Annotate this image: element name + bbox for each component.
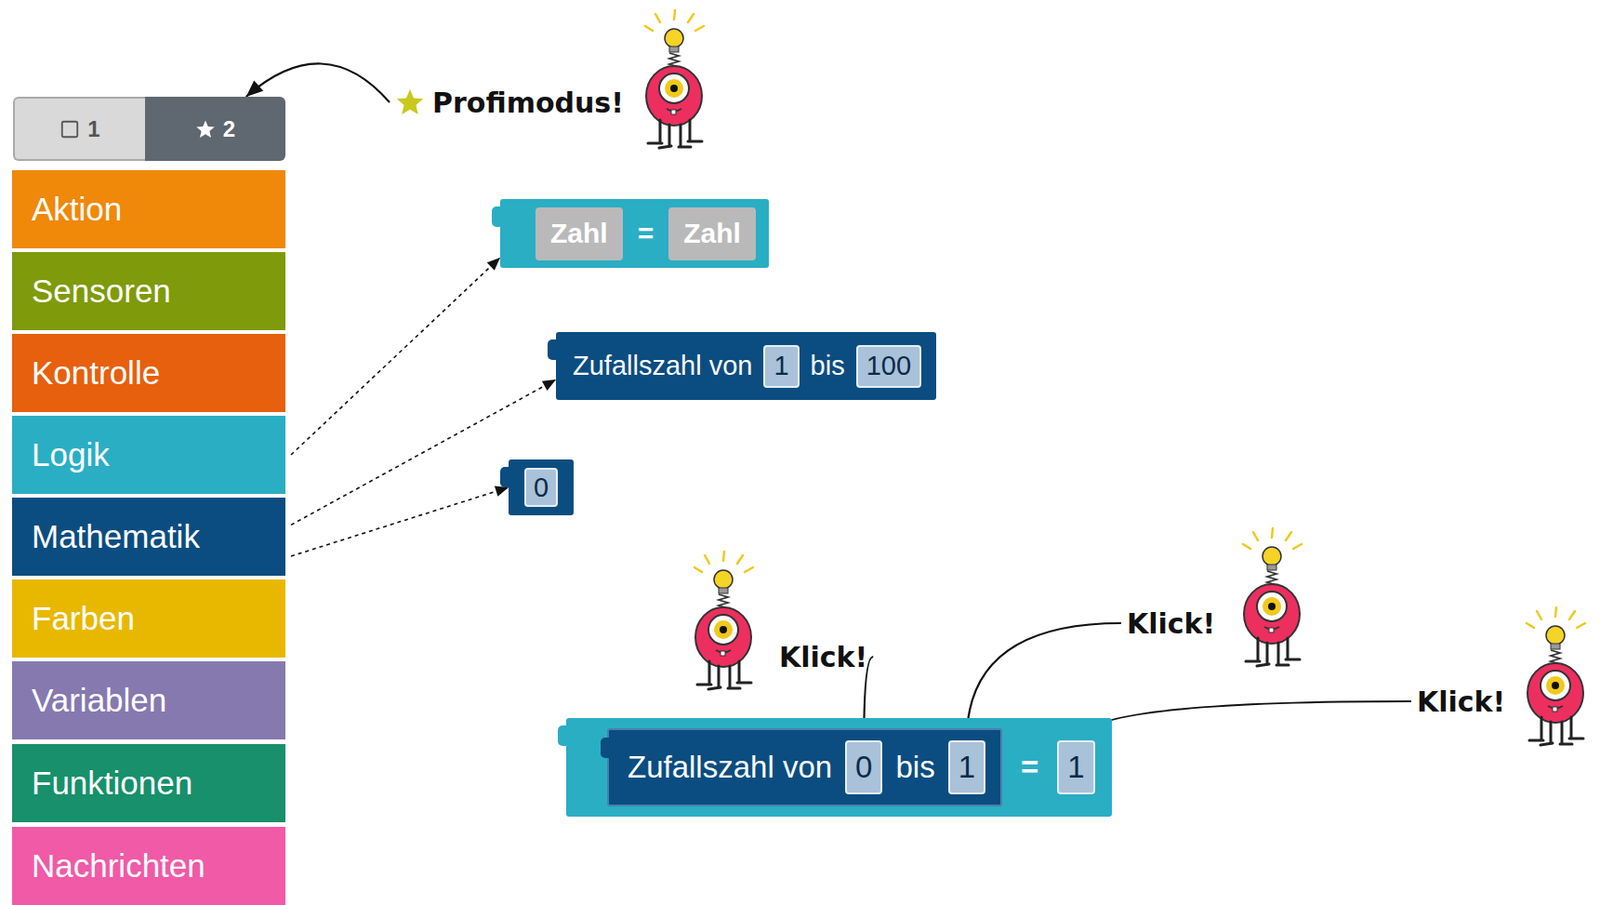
placeholder-slot: Zahl <box>535 207 623 261</box>
number-slot: 100 <box>856 344 922 388</box>
monster-figure <box>1526 607 1586 745</box>
node-text: Logik <box>31 436 110 474</box>
node-text: Farben <box>31 599 135 637</box>
node-text: Zahl <box>550 217 609 250</box>
number-slot: 1 <box>763 344 799 388</box>
connector-arrow <box>290 257 501 455</box>
connector-line <box>290 487 509 556</box>
connector-line <box>1080 700 1412 741</box>
category-button: Farben <box>12 579 286 658</box>
mode-tab: 1 <box>13 96 146 161</box>
icon-shape <box>396 89 424 115</box>
node-text: Aktion <box>31 190 122 228</box>
node-text: 100 <box>866 350 912 382</box>
node-text: 1 <box>87 116 100 143</box>
node-text: bis <box>810 350 846 382</box>
node-text: 1 <box>958 749 976 785</box>
arrow-head <box>542 379 556 391</box>
icon-shape <box>62 120 79 137</box>
logic-compare-block: Zahl = Zahl <box>500 198 769 268</box>
logic-compare-block: Zufallszahl von 0 bis 1 = 1 <box>566 717 1112 817</box>
node-text: 0 <box>855 749 873 785</box>
node-text: Nachrichten <box>31 846 206 885</box>
monster-figure <box>694 551 754 689</box>
number-slot: 1 <box>1057 740 1095 794</box>
node-text: = <box>1020 749 1039 785</box>
node-text: Profimodus! <box>432 86 624 120</box>
connector-arrow <box>290 486 509 556</box>
icon-shape <box>196 119 214 138</box>
node-text: Zahl <box>683 217 741 250</box>
node-text: Sensoren <box>31 272 172 310</box>
arrow-head <box>494 486 509 497</box>
monster-figure <box>645 10 704 148</box>
node-text: 1 <box>1067 749 1085 785</box>
node-text: Zufallszahl von <box>627 749 833 785</box>
node-text: Zufallszahl von <box>572 350 753 382</box>
node-text: 0 <box>524 467 558 507</box>
star-icon <box>395 87 425 118</box>
star-icon <box>195 119 216 140</box>
category-button: Mathematik <box>12 497 286 576</box>
category-button: Nachrichten <box>12 826 286 905</box>
category-button: Logik <box>12 415 286 494</box>
number-slot: 0 <box>845 740 883 794</box>
square-icon <box>59 119 80 140</box>
mode-label: Profimodus! <box>395 81 624 123</box>
node-text: Klick! <box>1126 607 1216 640</box>
connector-arrow <box>1071 700 1412 741</box>
random-number-block: Zufallszahl von 1 bis 100 <box>555 331 937 400</box>
node-text: bis <box>895 749 935 785</box>
mode-tab-active: 2 <box>145 96 286 161</box>
node-text: 2 <box>223 116 236 143</box>
node-text: Klick! <box>1416 685 1506 718</box>
category-button: Aktion <box>12 170 286 249</box>
node-text: Funktionen <box>31 764 193 802</box>
arrow-head <box>487 257 501 271</box>
placeholder-slot: Zahl <box>668 207 756 261</box>
click-label: Klick! <box>1126 604 1216 642</box>
category-button: Variablen <box>12 661 286 740</box>
category-button: Sensoren <box>12 251 286 331</box>
node-text: Variablen <box>31 681 167 719</box>
click-label: Klick! <box>779 637 868 675</box>
node-text: Mathematik <box>31 517 200 556</box>
number-block: 0 <box>508 459 574 516</box>
node-text: 1 <box>773 350 789 382</box>
node-text: Klick! <box>779 640 868 674</box>
monster-figure <box>1242 528 1302 666</box>
click-label: Klick! <box>1416 682 1506 720</box>
node-text: Kontrolle <box>31 354 160 392</box>
number-slot: 1 <box>948 740 986 794</box>
connector-line <box>290 257 501 455</box>
arrow-head <box>246 79 265 97</box>
category-button: Funktionen <box>12 743 286 822</box>
category-button: Kontrolle <box>12 333 286 412</box>
random-number-block: Zufallszahl von 0 bis 1 <box>607 727 1003 807</box>
node-text: = <box>637 217 655 250</box>
